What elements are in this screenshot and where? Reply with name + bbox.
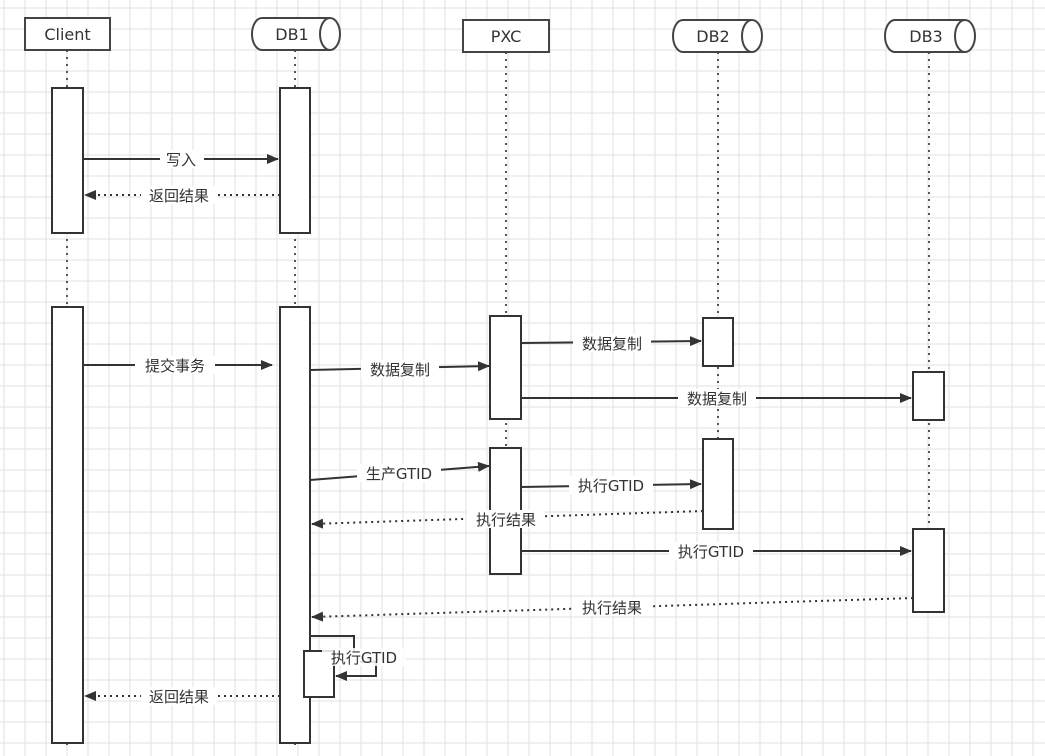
message-label: 生产GTID — [366, 465, 432, 483]
participant-label: DB1 — [275, 25, 308, 44]
message-label: 数据复制 — [370, 361, 430, 379]
message-execute-gtid-db3: 执行GTID — [521, 542, 912, 561]
message-label: 数据复制 — [687, 390, 747, 408]
message-label: 数据复制 — [582, 335, 642, 353]
activation-pxc-1 — [489, 315, 522, 420]
participant-db2: DB2 — [672, 19, 763, 53]
message-label: 执行GTID — [678, 543, 744, 561]
message-replicate-db2: 数据复制 — [520, 334, 702, 353]
message-label: 返回结果 — [149, 688, 209, 706]
activation-client-2 — [51, 306, 84, 744]
participant-db3: DB3 — [884, 19, 976, 53]
activation-client-1 — [51, 87, 84, 234]
participant-pxc: PXC — [462, 19, 550, 53]
participant-client: Client — [24, 17, 111, 51]
activation-db1-1 — [279, 87, 311, 234]
activation-db2-1 — [702, 317, 734, 367]
message-label: 执行结果 — [582, 599, 642, 617]
message-execute-gtid-db2: 执行GTID — [520, 476, 702, 495]
participant-label: DB3 — [909, 27, 942, 46]
message-result-db2: 执行结果 — [311, 510, 704, 529]
participant-label: Client — [44, 25, 90, 44]
message-label: 提交事务 — [145, 357, 205, 375]
message-produce-gtid: 生产GTID — [309, 461, 490, 483]
message-commit-transaction: 提交事务 — [83, 356, 273, 375]
message-return-2: 返回结果 — [84, 687, 280, 706]
message-replicate-db3: 数据复制 — [521, 389, 912, 408]
message-self-execute-gtid: 执行GTID — [310, 635, 406, 681]
message-label: 执行结果 — [476, 511, 536, 529]
message-label: 执行GTID — [578, 477, 644, 495]
participant-db1: DB1 — [251, 17, 341, 51]
message-result-db3: 执行结果 — [311, 597, 914, 622]
message-write: 写入 — [83, 150, 279, 169]
message-label: 返回结果 — [149, 187, 209, 205]
message-label: 写入 — [166, 151, 196, 169]
message-replicate-pxc: 数据复制 — [309, 360, 490, 379]
participant-label: DB2 — [696, 27, 729, 46]
participant-label: PXC — [491, 27, 522, 46]
activation-db3-2 — [912, 528, 945, 613]
activation-db2-2 — [702, 438, 734, 530]
message-return-1: 返回结果 — [84, 186, 280, 205]
message-label: 执行GTID — [331, 649, 397, 667]
activation-db3-1 — [912, 371, 945, 421]
